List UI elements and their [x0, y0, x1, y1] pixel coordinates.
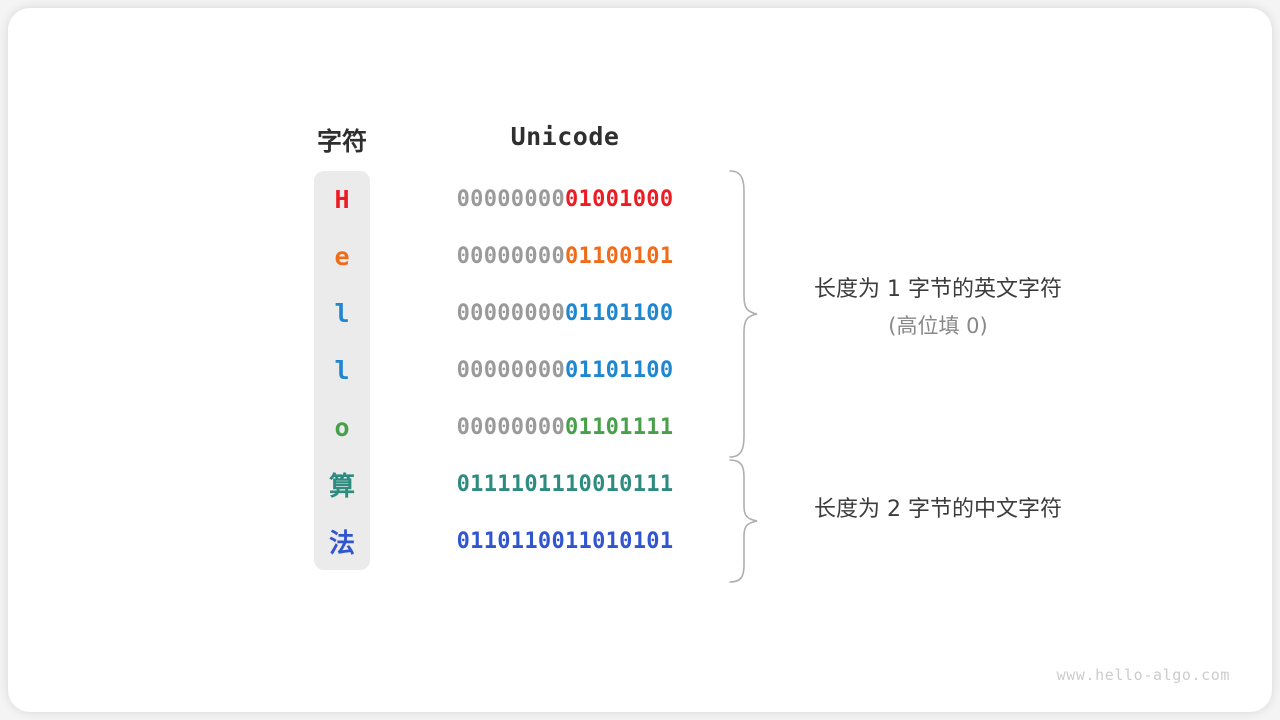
- binary-low-byte: 01001000: [565, 187, 674, 212]
- binary-low-byte: 01100101: [565, 244, 674, 269]
- character-cell: l: [334, 356, 350, 385]
- binary-row: 00000000 01101111: [420, 399, 710, 456]
- annotation-two-byte-main: 长度为 2 字节的中文字符: [814, 497, 1062, 522]
- binary-high-byte: 00000000: [456, 301, 565, 326]
- annotation-one-byte-sub: (高位填 0): [888, 314, 988, 338]
- character-cell: l: [334, 299, 350, 328]
- binary-high-byte: 00000000: [456, 244, 565, 269]
- annotation-one-byte: 长度为 1 字节的英文字符 (高位填 0): [788, 272, 1088, 344]
- annotation-two-byte: 长度为 2 字节的中文字符: [788, 492, 1088, 528]
- binary-row: 00000000 01001000: [420, 171, 710, 228]
- binary-row: 00000000 01101100: [420, 285, 710, 342]
- binary-row: 00000000 01101100: [420, 342, 710, 399]
- character-cell: H: [334, 185, 350, 214]
- character-cell: o: [334, 413, 350, 442]
- diagram-card: 字符 Unicode H 00000000 01001000 e 00000000 0…: [8, 8, 1272, 712]
- binary-high-byte: 01111011: [456, 472, 565, 497]
- binary-row: 00000000 01100101: [420, 228, 710, 285]
- character-cell: 法: [328, 529, 355, 559]
- brace-one-byte: [729, 170, 758, 458]
- annotation-one-byte-main: 长度为 1 字节的英文字符: [814, 277, 1062, 302]
- character-column-background: [314, 171, 370, 570]
- binary-low-byte: 01101100: [565, 358, 674, 383]
- binary-high-byte: 00000000: [456, 358, 565, 383]
- site-watermark: www.hello-algo.com: [1056, 666, 1230, 684]
- brace-two-byte: [729, 459, 758, 583]
- binary-high-byte: 00000000: [456, 415, 565, 440]
- column-header-character: 字符: [316, 127, 367, 156]
- binary-row: 01111011 10010111: [420, 456, 710, 513]
- binary-low-byte: 01101111: [565, 415, 674, 440]
- character-cell: e: [334, 242, 350, 271]
- binary-low-byte: 11010101: [565, 529, 674, 554]
- binary-high-byte: 00000000: [456, 187, 565, 212]
- binary-low-byte: 01101100: [565, 301, 674, 326]
- character-cell: 算: [328, 472, 355, 502]
- binary-high-byte: 01101100: [456, 529, 565, 554]
- binary-low-byte: 10010111: [565, 472, 674, 497]
- column-header-unicode: Unicode: [510, 122, 620, 151]
- binary-row: 01101100 11010101: [420, 513, 710, 570]
